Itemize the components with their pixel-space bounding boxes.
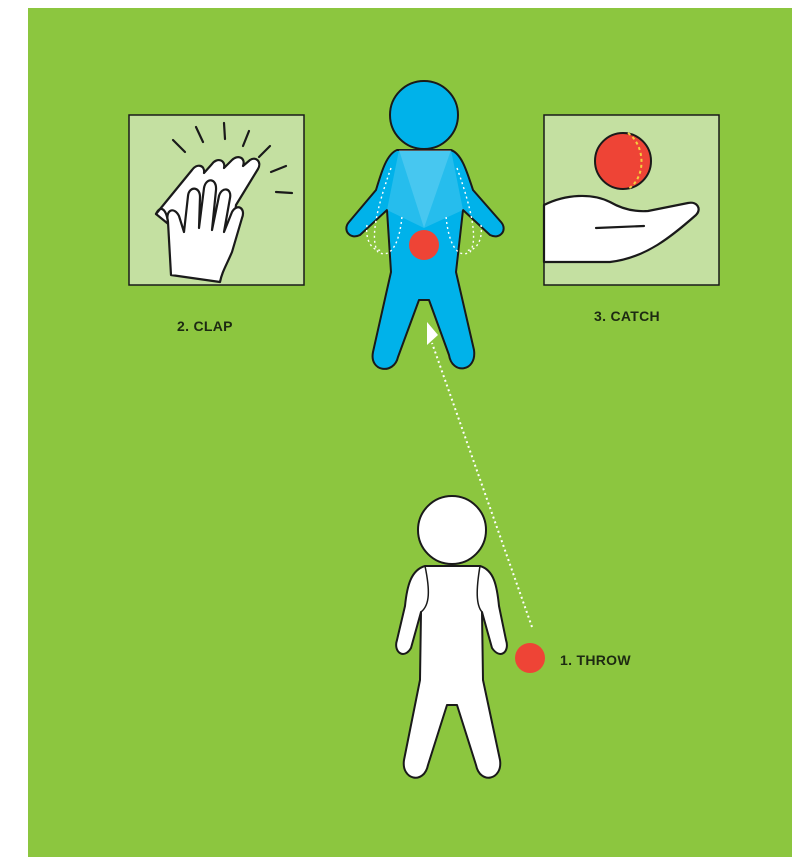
clap-label: 2. CLAP — [177, 318, 233, 334]
catch-label: 3. CATCH — [594, 308, 660, 324]
catch-panel — [544, 115, 719, 285]
clap-panel — [129, 115, 304, 285]
thrower-ball — [515, 643, 545, 673]
catcher-ball — [409, 230, 439, 260]
catcher-head — [390, 81, 458, 149]
catch-ball — [595, 133, 651, 189]
throw-label: 1. THROW — [560, 652, 631, 668]
thrower-head — [418, 496, 486, 564]
